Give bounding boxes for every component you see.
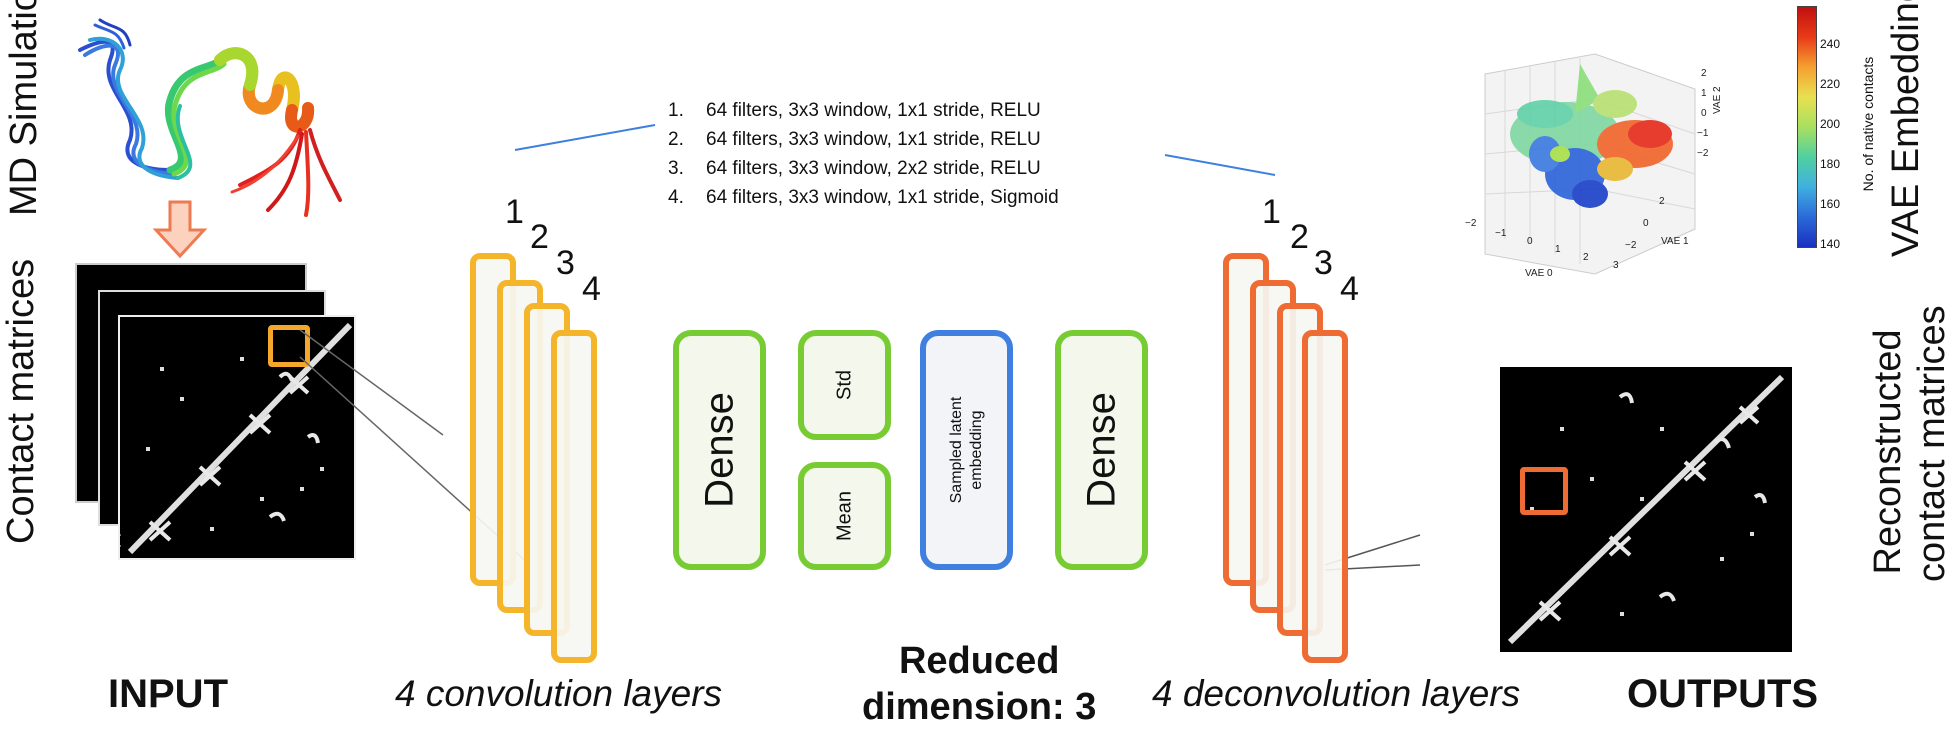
mean-box: Mean (798, 462, 891, 570)
filter-spec-list: 1.64 filters, 3x3 window, 1x1 stride, RE… (668, 96, 1059, 212)
conv-number-1: 1 (505, 193, 524, 231)
svg-text:−2: −2 (1625, 240, 1637, 251)
svg-text:0: 0 (1701, 108, 1707, 119)
outputs-label: OUTPUTS (1627, 672, 1819, 716)
colorbar-ticks: 240 220 200 180 160 140 (1820, 24, 1840, 264)
output-highlight-window (1520, 467, 1568, 515)
colorbar-tick: 240 (1820, 37, 1841, 51)
svg-text:−1: −1 (1697, 128, 1709, 139)
protein-structure-illustration (78, 18, 342, 217)
deconv-layer-4 (1302, 330, 1348, 663)
dense-right-box: Dense (1055, 330, 1148, 570)
svg-text:2: 2 (1583, 252, 1589, 263)
input-label: INPUT (108, 672, 228, 716)
output-contact-matrix (1500, 367, 1792, 652)
latent-embedding-box: Sampled latent embedding (920, 330, 1013, 570)
filter-spec-item: 1.64 filters, 3x3 window, 1x1 stride, RE… (668, 100, 1041, 121)
svg-text:−2: −2 (1697, 148, 1709, 159)
vae-embedding-label: VAE Embedding (1885, 0, 1927, 257)
conv-number-3: 3 (556, 244, 575, 282)
colorbar-tick: 180 (1820, 157, 1841, 171)
conv-number-2: 2 (530, 218, 549, 256)
filter-spec-item: 3.64 filters, 3x3 window, 2x2 stride, RE… (668, 158, 1041, 179)
svg-text:VAE 1: VAE 1 (1661, 236, 1689, 247)
deconv-number-4: 4 (1340, 270, 1359, 308)
svg-text:2: 2 (1701, 68, 1707, 79)
colorbar-tick: 160 (1820, 197, 1841, 211)
contact-matrix-front (118, 315, 356, 560)
conv-layers-label: 4 convolution layers (395, 673, 723, 714)
svg-text:1: 1 (1701, 88, 1707, 99)
reconstructed-matrices-label: Reconstructed contact matrices (1867, 305, 1946, 582)
svg-text:1: 1 (1555, 244, 1561, 255)
svg-text:2: 2 (1659, 196, 1665, 207)
svg-text:VAE 0: VAE 0 (1525, 268, 1553, 279)
colorbar-label: No. of native contacts (1860, 56, 1876, 192)
down-arrow-icon (152, 200, 208, 259)
conv-layer-4 (551, 330, 597, 663)
conv-number-4: 4 (582, 270, 601, 308)
svg-text:3: 3 (1613, 260, 1619, 271)
svg-text:VAE 2: VAE 2 (1712, 86, 1723, 114)
svg-text:−1: −1 (1495, 228, 1507, 239)
svg-text:−2: −2 (1465, 218, 1477, 229)
std-box: Std (798, 330, 891, 440)
colorbar (1797, 6, 1817, 248)
deconv-number-2: 2 (1290, 218, 1309, 256)
colorbar-tick: 220 (1820, 77, 1841, 91)
svg-text:0: 0 (1527, 236, 1533, 247)
filter-spec-item: 4.64 filters, 3x3 window, 1x1 stride, Si… (668, 187, 1059, 208)
svg-text:0: 0 (1643, 218, 1649, 229)
filter-spec-item: 2.64 filters, 3x3 window, 1x1 stride, RE… (668, 129, 1041, 150)
vae-embedding-3d-plot: 2 1 0 −1 −2 −2 −1 0 1 2 3 2 0 −2 VAE 0 V… (1465, 53, 1723, 279)
colorbar-tick: 140 (1820, 237, 1841, 251)
input-highlight-window (268, 325, 310, 367)
colorbar-tick: 200 (1820, 117, 1841, 131)
deconv-layers-label: 4 deconvolution layers (1152, 673, 1521, 714)
deconv-number-3: 3 (1314, 244, 1333, 282)
deconv-number-1: 1 (1262, 193, 1281, 231)
reduced-dimension-label: Reduced dimension: 3 (862, 640, 1097, 728)
dense-left-box: Dense (673, 330, 766, 570)
